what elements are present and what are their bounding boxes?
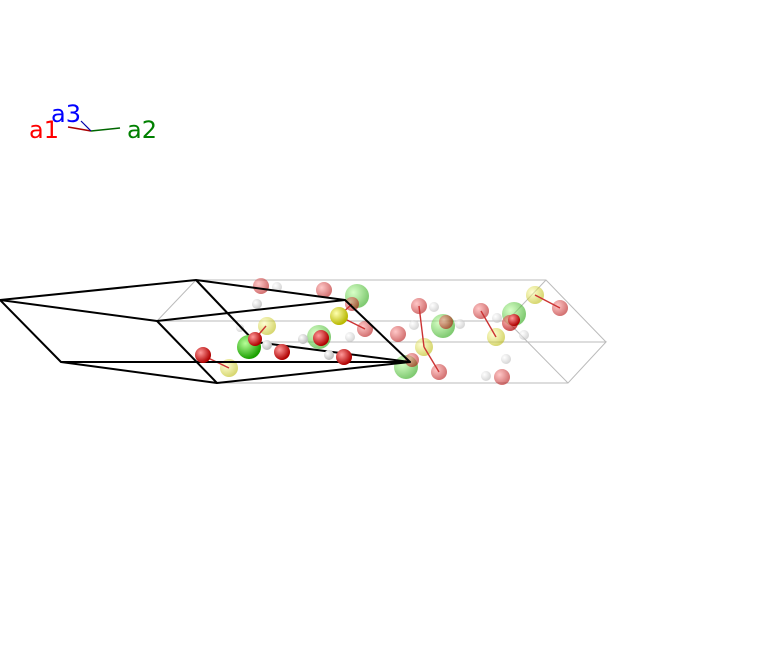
ghost-atoms-back [220,278,568,385]
ghost-hydrogen-atom [501,354,511,364]
ghost-hydrogen-atom [409,320,419,330]
oxygen-atom [274,344,290,360]
ghost-hydrogen-atom [455,319,465,329]
sulfur-atom [330,307,348,325]
ghost-oxygen-atom [253,278,269,294]
ghost-hydrogen-atom [272,282,282,292]
ghost-hydrogen-atom [345,332,355,342]
oxygen-atom [195,347,211,363]
oxygen-atom [248,332,262,346]
a3-axis-line [80,120,92,132]
ghost-hydrogen-atom [252,299,262,309]
a1-axis-line [67,126,92,132]
a1-axis-label: a1 [29,116,59,144]
oxygen-atom [508,314,520,326]
axis-triad: a1 a3 a2 [29,100,157,144]
a2-axis-line [90,127,121,132]
hydrogen-atom [324,350,334,360]
ghost-hydrogen-atom [492,313,502,323]
hydrogen-atom [262,340,272,350]
ghost-oxygen-atom [316,282,332,298]
ghost-hydrogen-atom [519,330,529,340]
oxygen-atom [336,349,352,365]
hydrogen-atom [298,334,308,344]
ghost-hydrogen-atom [236,324,244,332]
ghost-oxygen-atom [494,369,510,385]
ghost-oxygen-atom [405,353,419,367]
atoms [195,307,520,365]
ghost-hydrogen-atom [481,371,491,381]
a3-axis-label: a3 [51,100,81,128]
oxygen-atom [313,330,329,346]
a2-axis-label: a2 [127,116,157,144]
ghost-oxygen-atom [390,326,406,342]
ghost-oxygen-atom [439,315,453,329]
ghost-hydrogen-atom [429,302,439,312]
